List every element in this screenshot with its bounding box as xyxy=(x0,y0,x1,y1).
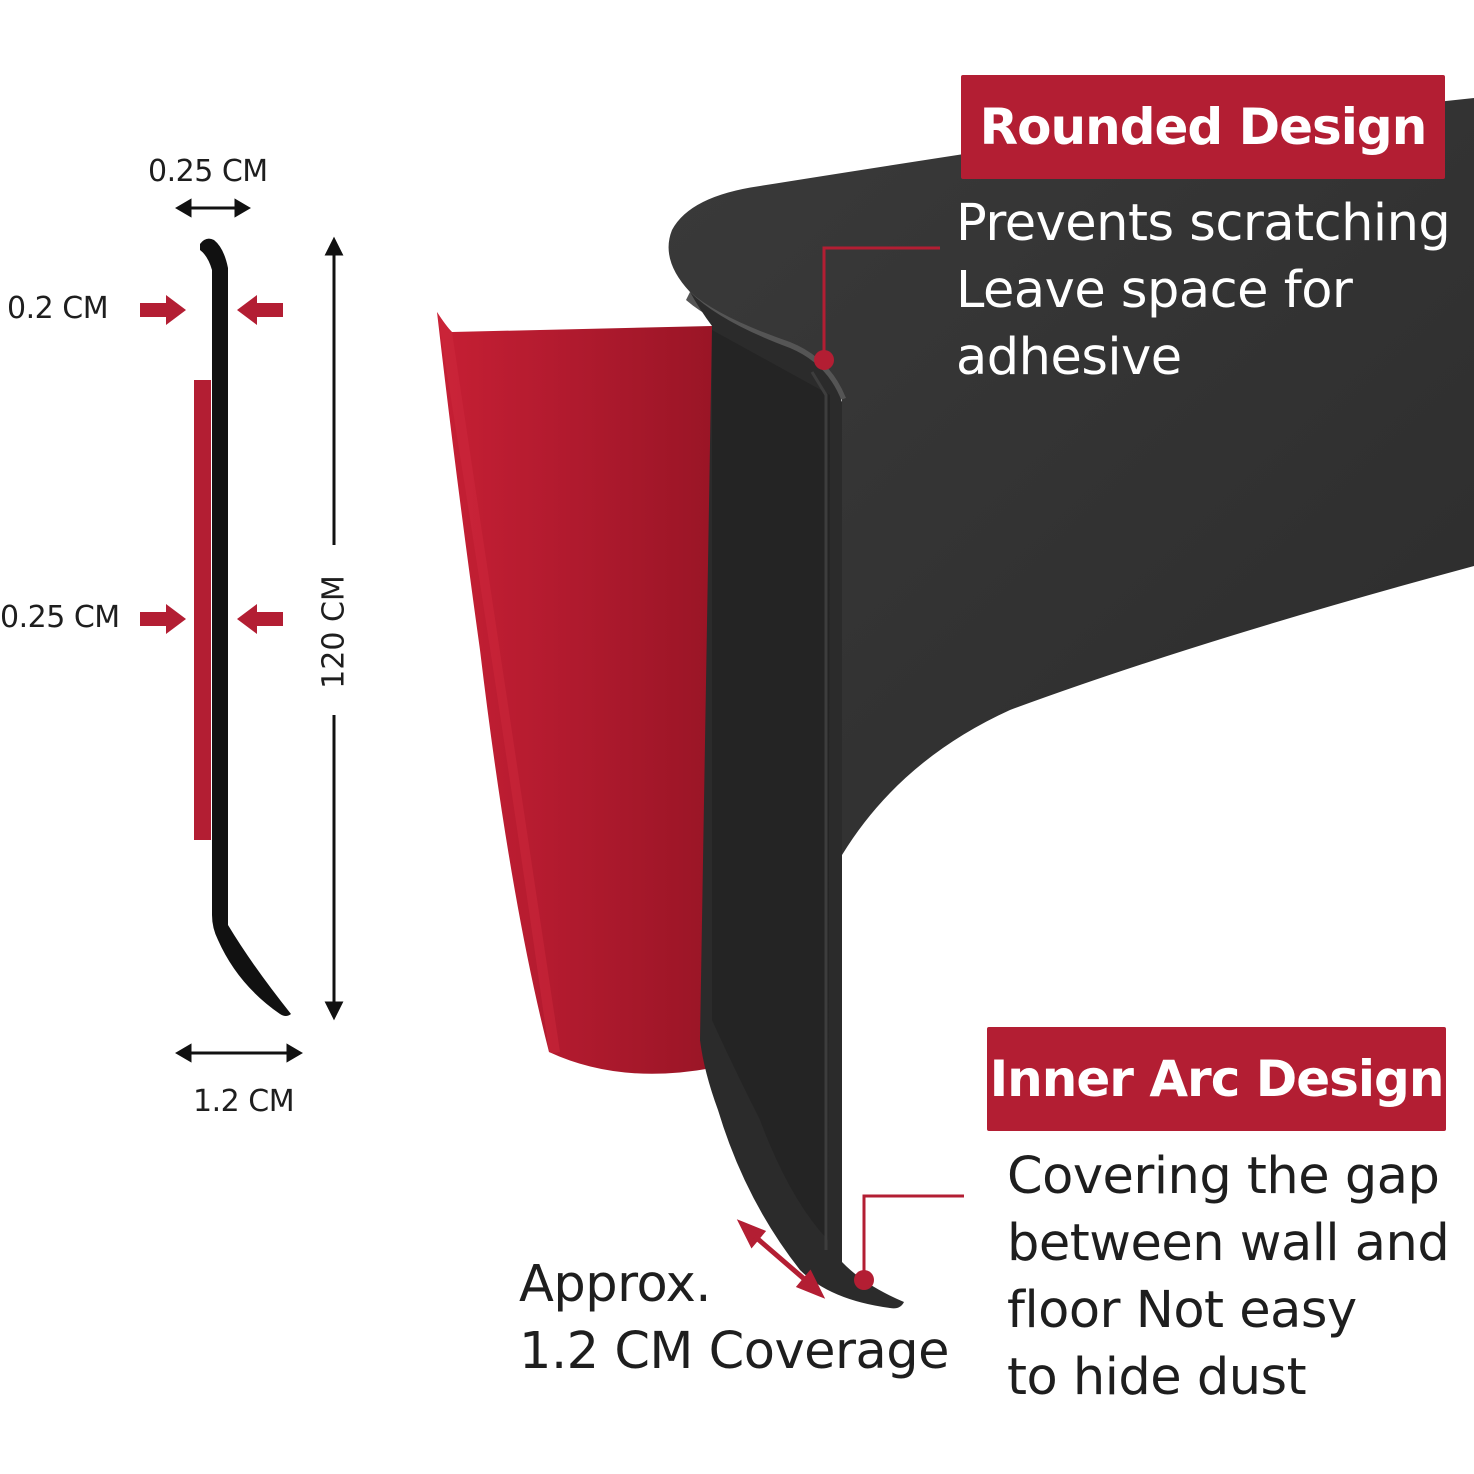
height-label: 120 CM xyxy=(316,575,352,689)
lower-thickness-label: 0.25 CM xyxy=(0,600,120,635)
inner-arc-line-1: Covering the gap xyxy=(1007,1147,1440,1206)
red-adhesive-tape xyxy=(437,312,712,1074)
base-width-label: 1.2 CM xyxy=(193,1084,295,1119)
inner-arc-line-4: to hide dust xyxy=(1007,1348,1307,1407)
rounded-design-description: Prevents scratching Leave space for adhe… xyxy=(956,190,1451,391)
upper-thickness-label: 0.2 CM xyxy=(7,291,109,326)
top-width-arrow xyxy=(175,198,251,218)
inner-arc-leader xyxy=(854,1194,964,1290)
lower-thickness-arrows xyxy=(140,604,283,634)
vertical-face-shade xyxy=(712,330,830,1240)
vertical-face-edge xyxy=(810,371,828,1250)
product-render xyxy=(437,98,1474,1309)
rounded-line-1: Prevents scratching xyxy=(956,194,1451,253)
inner-arc-design-badge: Inner Arc Design xyxy=(987,1027,1446,1131)
base-width-arrow xyxy=(175,1043,303,1063)
skirting-profile xyxy=(200,238,291,1016)
top-width-label: 0.25 CM xyxy=(148,154,268,189)
coverage-note: Approx. 1.2 CM Coverage xyxy=(519,1251,949,1385)
rounded-design-badge: Rounded Design xyxy=(961,75,1445,179)
tape-edge-shade xyxy=(437,312,560,1053)
inner-arc-line-3: floor Not easy xyxy=(1007,1281,1357,1340)
coverage-line-1: Approx. xyxy=(519,1255,712,1314)
coverage-arrow xyxy=(736,1219,826,1299)
inner-arc-description: Covering the gap between wall and floor … xyxy=(1007,1143,1450,1411)
rounded-leader xyxy=(814,246,940,370)
inner-arc-line-2: between wall and xyxy=(1007,1214,1450,1273)
coverage-line-2: 1.2 CM Coverage xyxy=(519,1322,949,1381)
rounded-line-3: adhesive xyxy=(956,328,1182,387)
upper-thickness-arrows xyxy=(140,295,283,325)
adhesive-strip-section xyxy=(194,380,211,840)
rounded-line-2: Leave space for xyxy=(956,261,1353,320)
height-arrow xyxy=(324,236,344,1021)
cross-section-diagram xyxy=(140,198,344,1063)
black-top-flap xyxy=(668,98,1474,855)
